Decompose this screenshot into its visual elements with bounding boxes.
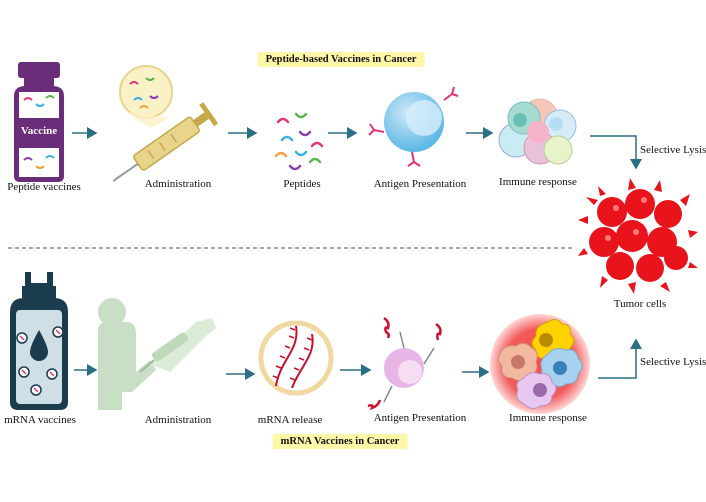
- label-mrna-release: mRNA release: [257, 414, 323, 426]
- label-selective-lysis-top: Selective Lysis: [640, 144, 706, 156]
- label-immune-response-top: Immune response: [499, 176, 577, 188]
- antigen-presenting-cell-icon: [368, 86, 459, 167]
- tumor-cells-icon: [578, 178, 698, 294]
- label-antigen-presentation-bottom: Antigen Presentation: [373, 412, 467, 424]
- label-immune-response-bottom: Immune response: [509, 412, 587, 424]
- label-peptide-vaccines: Peptide vaccines: [7, 181, 81, 193]
- label-administration-top: Administration: [144, 178, 212, 190]
- injection-administration-icon: [98, 298, 216, 410]
- top-section-title: Peptide-based Vaccines in Cancer: [257, 52, 425, 67]
- immune-cells-cluster-icon: [498, 98, 577, 165]
- immune-response-cells-icon: [490, 314, 590, 414]
- antigen-presenting-cell-mrna-icon: [367, 316, 442, 411]
- peptides-icon: [274, 112, 324, 171]
- vial-vaccine-text: Vaccine: [20, 125, 58, 137]
- arrow-10: [598, 338, 642, 379]
- label-administration-bottom: Administration: [144, 414, 212, 426]
- peptide-vaccine-vial-icon: [14, 62, 64, 182]
- label-antigen-presentation-top: Antigen Presentation: [373, 178, 467, 190]
- label-tumor-cells: Tumor cells: [613, 298, 667, 310]
- mrna-release-icon: [258, 320, 334, 396]
- label-peptides: Peptides: [283, 178, 321, 190]
- syringe-icon: [112, 65, 219, 182]
- arrow-5: [590, 135, 642, 170]
- mrna-vaccine-vial-icon: [10, 272, 68, 410]
- label-selective-lysis-bottom: Selective Lysis: [640, 356, 706, 368]
- bottom-section-title: mRNA Vaccines in Cancer: [272, 434, 408, 449]
- label-mrna-vaccines: mRNA vaccines: [4, 414, 76, 426]
